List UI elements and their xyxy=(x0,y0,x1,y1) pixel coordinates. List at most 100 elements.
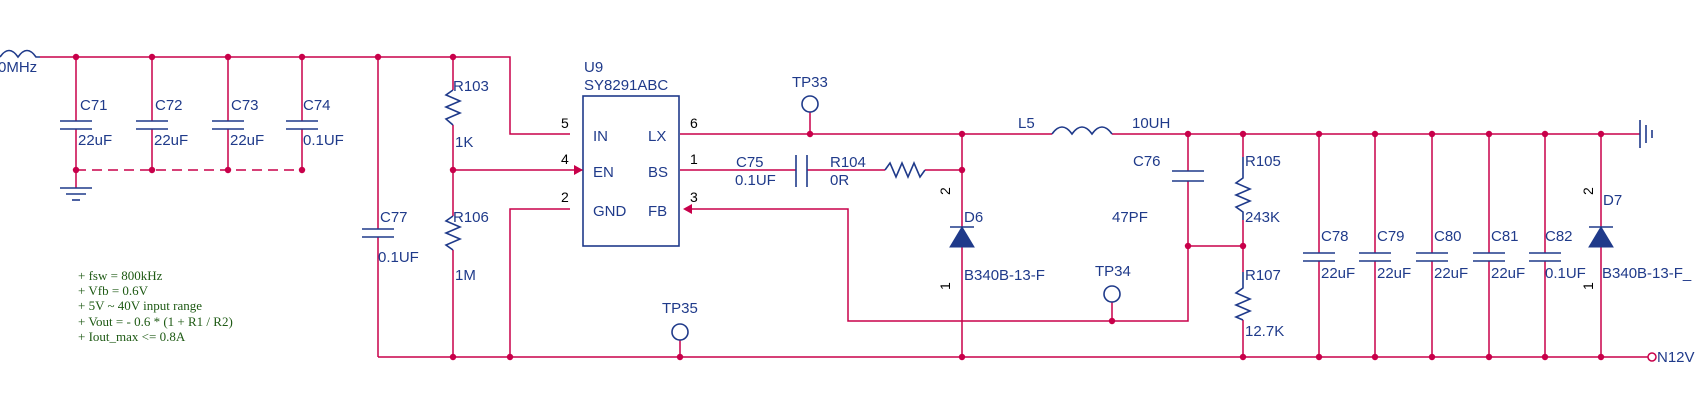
c74-value: 0.1UF xyxy=(303,132,344,149)
c78-value: 22uF xyxy=(1321,265,1355,282)
c76-value: 47PF xyxy=(1112,209,1148,226)
tp33-label: TP33 xyxy=(792,74,828,91)
r104-ref: R104 xyxy=(830,154,866,171)
capacitor-c75: C75 0.1UF xyxy=(735,154,808,189)
junction-dots xyxy=(72,53,1605,361)
pin-label-in: IN xyxy=(593,128,608,145)
r107-ref: R107 xyxy=(1245,267,1281,284)
resistor-r105: R105 243K xyxy=(1233,153,1281,226)
c74-ref: C74 xyxy=(303,97,331,114)
r104-value: 0R xyxy=(830,172,849,189)
tp34-label: TP34 xyxy=(1095,263,1131,280)
output-net-label: N12V xyxy=(1657,349,1695,366)
c81-ref: C81 xyxy=(1491,228,1519,245)
pin-number-in: 5 xyxy=(561,115,569,131)
l5-value: 10UH xyxy=(1132,115,1170,132)
r103-value: 1K xyxy=(455,134,473,151)
capacitor-c79: C79 22uF xyxy=(1359,228,1411,282)
r107-value: 12.7K xyxy=(1245,323,1284,340)
c75-value: 0.1UF xyxy=(735,172,776,189)
u9-ref: U9 xyxy=(584,59,603,76)
c71-value: 22uF xyxy=(78,132,112,149)
c72-value: 22uF xyxy=(154,132,188,149)
design-notes: + fsw = 800kHz + Vfb = 0.6V + 5V ~ 40V i… xyxy=(78,268,233,344)
c77-ref: C77 xyxy=(380,209,408,226)
pin-label-fb: FB xyxy=(648,203,667,220)
diode-d7: D7 B340B-13-F_ 2 1 xyxy=(1580,187,1692,290)
d7-part: B340B-13-F_ xyxy=(1602,265,1692,282)
pin-number-gnd: 2 xyxy=(561,189,569,205)
ic-u9: U9 SY8291ABC IN EN GND LX BS FB 5 4 2 6 … xyxy=(561,59,698,247)
capacitor-c77: C77 0.1UF xyxy=(362,209,419,266)
resistor-r103: R103 1K xyxy=(443,78,489,151)
c73-value: 22uF xyxy=(230,132,264,149)
note-line: + 5V ~ 40V input range xyxy=(78,298,202,313)
note-line: + fsw = 800kHz xyxy=(78,268,163,283)
note-line: + Iout_max <= 0.8A xyxy=(78,329,186,344)
c77-value: 0.1UF xyxy=(378,249,419,266)
wires xyxy=(40,56,1648,358)
d7-pin-top: 2 xyxy=(1580,187,1596,195)
fb-input-arrow-icon xyxy=(683,204,692,214)
resistor-r107: R107 12.7K xyxy=(1233,267,1284,340)
input-inductor-icon xyxy=(0,49,40,59)
chassis-ground-icon xyxy=(1639,120,1653,148)
pin-number-fb: 3 xyxy=(690,189,698,205)
c80-value: 22uF xyxy=(1434,265,1468,282)
c79-value: 22uF xyxy=(1377,265,1411,282)
capacitor-c72: C72 22uF xyxy=(136,97,188,149)
capacitor-c78: C78 22uF xyxy=(1303,228,1355,282)
r106-ref: R106 xyxy=(453,209,489,226)
pin-number-en: 4 xyxy=(561,151,569,167)
diode-d6: D6 B340B-13-F 2 1 xyxy=(937,187,1045,290)
c76-ref: C76 xyxy=(1133,153,1161,170)
pin-label-gnd: GND xyxy=(593,203,627,220)
pin-number-bs: 1 xyxy=(690,151,698,167)
capacitor-c73: C73 22uF xyxy=(212,97,264,149)
d7-ref: D7 xyxy=(1603,192,1622,209)
r106-value: 1M xyxy=(455,267,476,284)
pin-label-bs: BS xyxy=(648,164,668,181)
capacitor-c82: C82 0.1UF xyxy=(1529,228,1586,282)
note-line: + Vout = - 0.6 * (1 + R1 / R2) xyxy=(78,314,233,329)
en-input-arrow-icon xyxy=(574,165,583,175)
testpoint-tp33: TP33 xyxy=(792,74,828,113)
d7-pin-bottom: 1 xyxy=(1580,282,1596,290)
c79-ref: C79 xyxy=(1377,228,1405,245)
u9-part: SY8291ABC xyxy=(584,77,668,94)
note-line: + Vfb = 0.6V xyxy=(78,283,149,298)
output-port-icon xyxy=(1647,352,1657,362)
testpoint-tp34: TP34 xyxy=(1095,263,1131,303)
c80-ref: C80 xyxy=(1434,228,1462,245)
capacitor-c81: C81 22uF xyxy=(1473,228,1525,282)
capacitor-c74: C74 0.1UF xyxy=(286,97,344,149)
c73-ref: C73 xyxy=(231,97,259,114)
pin-label-lx: LX xyxy=(648,128,666,145)
capacitor-c80: C80 22uF xyxy=(1416,228,1468,282)
input-net-label: 0MHz xyxy=(0,59,37,76)
d6-pin-bottom: 1 xyxy=(937,282,953,290)
l5-ref: L5 xyxy=(1018,115,1035,132)
pin-label-en: EN xyxy=(593,164,614,181)
tp35-label: TP35 xyxy=(662,300,698,317)
c81-value: 22uF xyxy=(1491,265,1525,282)
pin-number-lx: 6 xyxy=(690,115,698,131)
inductor-l5: L5 10UH xyxy=(1018,115,1170,136)
d6-ref: D6 xyxy=(964,209,983,226)
c82-value: 0.1UF xyxy=(1545,265,1586,282)
d6-pin-top: 2 xyxy=(937,187,953,195)
resistor-r104: R104 0R xyxy=(830,154,926,189)
testpoint-tp35: TP35 xyxy=(662,300,698,341)
capacitor-c76: C76 47PF xyxy=(1112,153,1204,226)
c82-ref: C82 xyxy=(1545,228,1573,245)
capacitor-c71: C71 22uF xyxy=(60,97,112,149)
c71-ref: C71 xyxy=(80,97,108,114)
r105-value: 243K xyxy=(1245,209,1280,226)
ground-icon xyxy=(60,187,92,201)
r103-ref: R103 xyxy=(453,78,489,95)
c72-ref: C72 xyxy=(155,97,183,114)
d6-part: B340B-13-F xyxy=(964,267,1045,284)
r105-ref: R105 xyxy=(1245,153,1281,170)
c78-ref: C78 xyxy=(1321,228,1349,245)
